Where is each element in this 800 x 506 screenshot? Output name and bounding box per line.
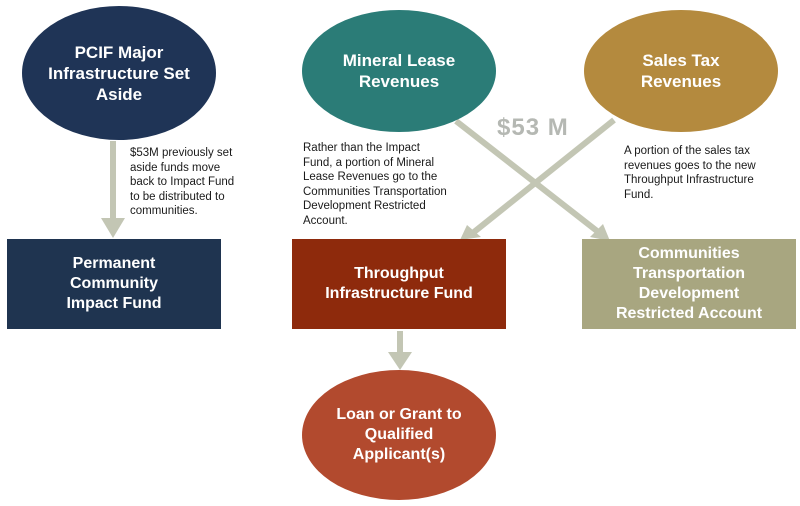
pcif-set-aside-oval: PCIF Major Infrastructure Set Aside [22,6,216,140]
communities-transportation-account-label: Communities Transportation Development R… [615,245,763,322]
communities-transportation-account-box: Communities Transportation Development R… [582,239,796,329]
throughput-infrastructure-fund-box: Throughput Infrastructure Fund [292,239,506,329]
sales-tax-revenues-oval: Sales Tax Revenues [584,10,778,132]
mineral-lease-revenues-oval: Mineral Lease Revenues [302,10,496,132]
sales-note: A portion of the sales tax revenues goes… [624,145,756,201]
sales-tax-revenues-label: Sales Tax Revenues [640,51,722,91]
arrow-sales-to-throughput [472,117,616,235]
mineral-lease-revenues-label: Mineral Lease Revenues [342,51,456,91]
permanent-impact-fund-box: Permanent Community Impact Fund [7,239,221,329]
arrow-mineral-to-communities [454,118,599,234]
arrowhead-throughput [460,225,481,240]
arrowhead-permanent [101,218,125,238]
arrowhead-loan [388,352,412,370]
throughput-infrastructure-fund-label: Throughput Infrastructure Fund [325,265,473,302]
amount-label: $53 M [497,114,569,141]
pcif-set-aside-label: PCIF Major Infrastructure Set Aside [48,42,190,104]
loan-or-grant-label: Loan or Grant to Qualified Applicant(s) [336,406,462,463]
mineral-note: Rather than the Impact Fund, a portion o… [303,142,447,227]
arrowhead-communities [590,224,610,241]
pcif-note: $53M previously set aside funds move bac… [130,147,235,217]
loan-or-grant-oval: Loan or Grant to Qualified Applicant(s) [302,370,496,500]
permanent-impact-fund-label: Permanent Community Impact Fund [66,255,162,312]
